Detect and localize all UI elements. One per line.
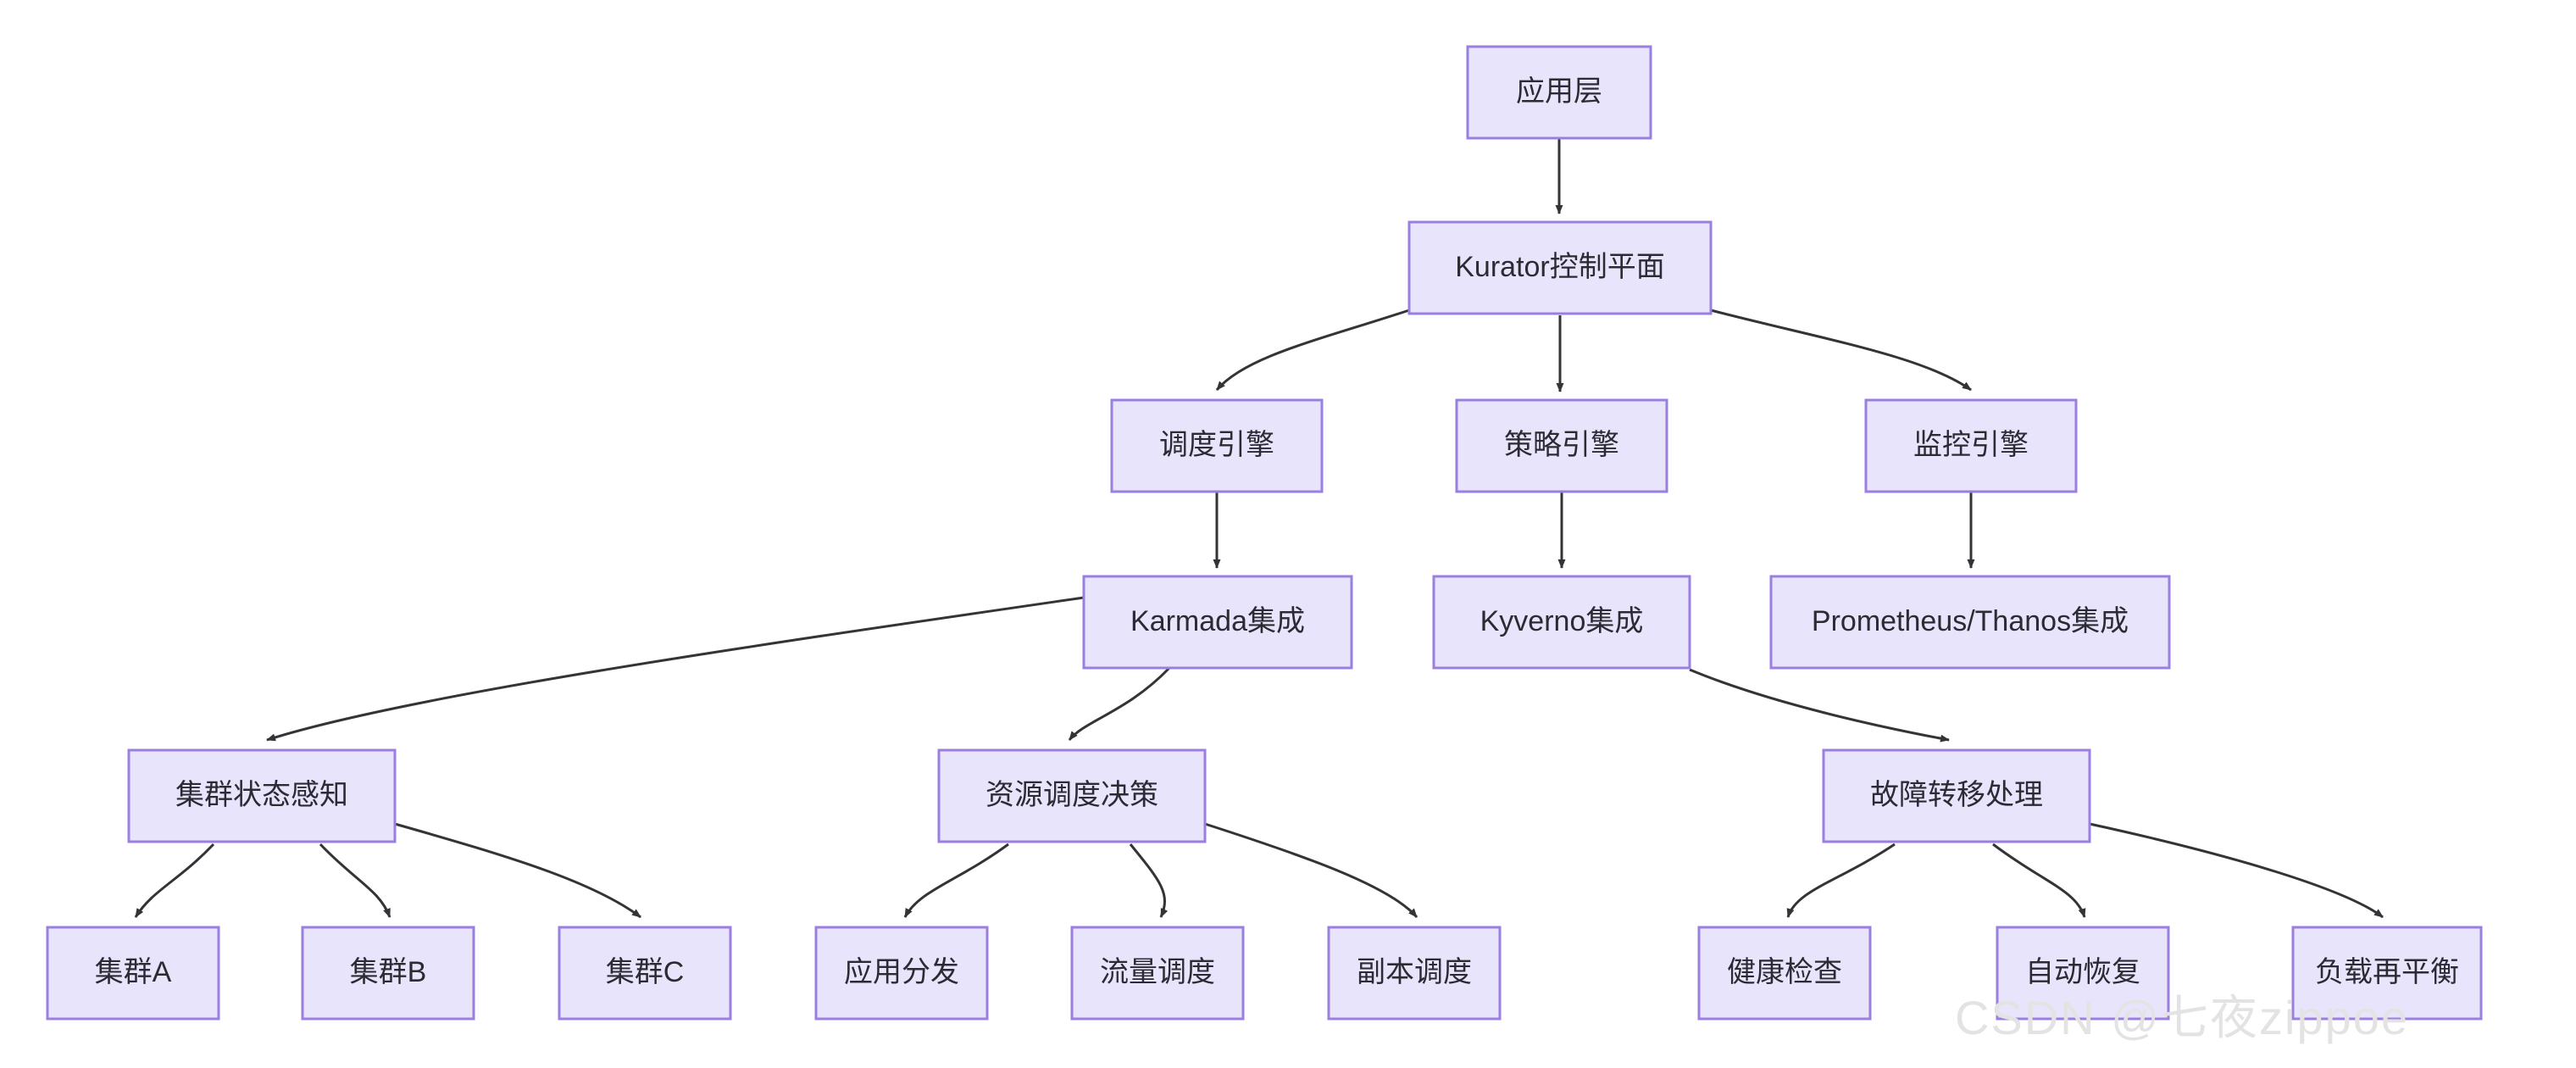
node-box-rebalance[interactable] [2291, 926, 2483, 1021]
node-label-rebalance: 负载再平衡 [2315, 956, 2459, 988]
edge-kyverno-to-failover [1689, 668, 1950, 743]
node-label-autorec: 自动恢复 [2025, 956, 2140, 988]
node-health[interactable]: 健康检查 [1697, 926, 1872, 1021]
node-label-clusterA: 集群A [95, 956, 172, 988]
node-label-karmada: Karmada集成 [1130, 605, 1305, 637]
node-box-sched[interactable] [1110, 398, 1324, 493]
node-box-clusterC[interactable] [558, 926, 732, 1021]
node-traffic[interactable]: 流量调度 [1070, 926, 1245, 1021]
node-label-policy: 策略引擎 [1504, 429, 1619, 461]
edges-layer [134, 138, 2384, 919]
edge-ressched-to-appdist [903, 843, 1009, 918]
node-label-replica: 副本调度 [1357, 956, 1472, 988]
node-monitor[interactable]: 监控引擎 [1864, 398, 2078, 493]
node-label-health: 健康检查 [1727, 956, 1842, 988]
node-prom[interactable]: Prometheus/Thanos集成 [1769, 575, 2171, 670]
edge-failover-to-health [1786, 843, 1896, 918]
edge-karmada-to-ressched [1068, 666, 1171, 741]
edge-ressched-to-traffic [1129, 843, 1169, 918]
edge-clusterawr-to-clusterB [319, 843, 391, 918]
node-box-traffic[interactable] [1070, 926, 1245, 1021]
node-label-clusterawr: 集群状态感知 [175, 779, 348, 811]
node-label-traffic: 流量调度 [1100, 956, 1215, 988]
edge-clusterawr-to-clusterC [394, 822, 641, 919]
node-kurator[interactable]: Kurator控制平面 [1407, 220, 1713, 315]
node-box-autorec[interactable] [1996, 926, 2170, 1021]
node-box-replica[interactable] [1327, 926, 1502, 1021]
node-autorec[interactable]: 自动恢复 [1996, 926, 2170, 1021]
node-label-kyverno: Kyverno集成 [1480, 605, 1644, 637]
node-app[interactable]: 应用层 [1466, 45, 1652, 140]
node-box-clusterA[interactable] [46, 926, 220, 1021]
node-sched[interactable]: 调度引擎 [1110, 398, 1324, 493]
node-box-kurator[interactable] [1407, 220, 1713, 315]
edge-kurator-to-sched [1215, 309, 1410, 391]
edge-failover-to-autorec [1992, 843, 2086, 918]
node-label-kurator: Kurator控制平面 [1455, 251, 1665, 283]
node-replica[interactable]: 副本调度 [1327, 926, 1502, 1021]
node-kyverno[interactable]: Kyverno集成 [1432, 575, 1691, 670]
node-policy[interactable]: 策略引擎 [1455, 398, 1668, 493]
node-label-app: 应用层 [1516, 75, 1602, 108]
node-appdist[interactable]: 应用分发 [814, 926, 989, 1021]
node-box-ressched[interactable] [937, 748, 1207, 843]
node-clusterawr[interactable]: 集群状态感知 [127, 748, 397, 843]
node-label-appdist: 应用分发 [844, 956, 959, 988]
watermark-layer: CSDN @七夜zippoe [1955, 991, 2409, 1044]
node-label-prom: Prometheus/Thanos集成 [1812, 605, 2129, 637]
node-karmada[interactable]: Karmada集成 [1082, 575, 1353, 670]
node-box-prom[interactable] [1769, 575, 2171, 670]
node-box-monitor[interactable] [1864, 398, 2078, 493]
node-label-clusterB: 集群B [350, 956, 427, 988]
node-label-clusterC: 集群C [606, 956, 685, 988]
node-label-monitor: 监控引擎 [1913, 429, 2029, 461]
node-box-app[interactable] [1466, 45, 1652, 140]
node-label-failover: 故障转移处理 [1870, 779, 2043, 811]
edge-karmada-to-clusterawr [266, 596, 1085, 742]
node-clusterA[interactable]: 集群A [46, 926, 220, 1021]
node-box-health[interactable] [1697, 926, 1872, 1021]
node-box-clusterawr[interactable] [127, 748, 397, 843]
node-clusterB[interactable]: 集群B [301, 926, 475, 1021]
node-failover[interactable]: 故障转移处理 [1822, 748, 2091, 843]
node-label-sched: 调度引擎 [1159, 429, 1274, 461]
csdn-watermark: CSDN @七夜zippoe [1955, 991, 2409, 1044]
edge-kurator-to-monitor [1710, 309, 1972, 392]
node-box-clusterB[interactable] [301, 926, 475, 1021]
node-box-policy[interactable] [1455, 398, 1668, 493]
edge-ressched-to-replica [1204, 822, 1418, 918]
edge-clusterawr-to-clusterA [134, 843, 215, 918]
edge-failover-to-rebalance [2089, 822, 2384, 919]
node-box-karmada[interactable] [1082, 575, 1353, 670]
node-label-ressched: 资源调度决策 [985, 779, 1158, 811]
node-clusterC[interactable]: 集群C [558, 926, 732, 1021]
node-rebalance[interactable]: 负载再平衡 [2291, 926, 2483, 1021]
node-ressched[interactable]: 资源调度决策 [937, 748, 1207, 843]
node-box-failover[interactable] [1822, 748, 2091, 843]
node-box-appdist[interactable] [814, 926, 989, 1021]
node-box-kyverno[interactable] [1432, 575, 1691, 670]
